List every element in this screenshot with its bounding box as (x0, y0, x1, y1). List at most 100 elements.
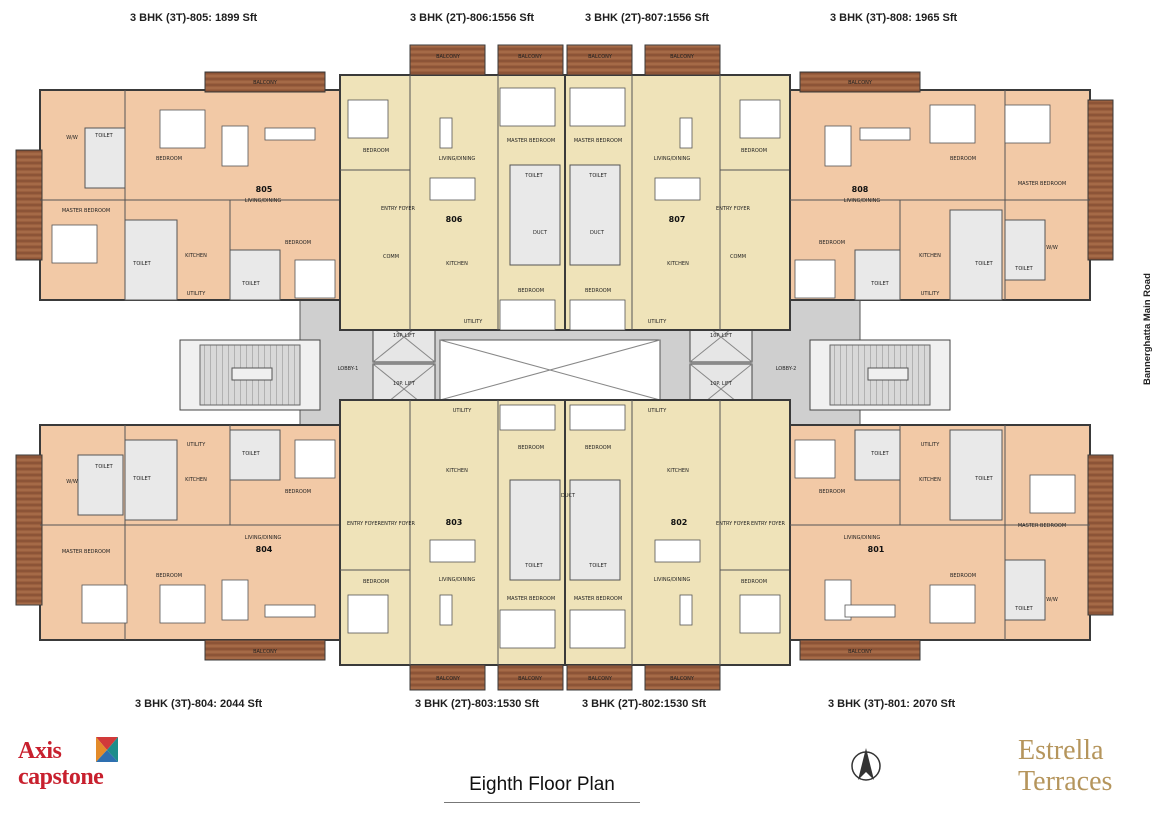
label-lift: 10P. LIFT (710, 333, 733, 339)
label-lobby-1: LOBBY-1 (338, 366, 359, 372)
label-toilet: TOILET (870, 281, 889, 287)
label-kitchen: KITCHEN (446, 468, 468, 474)
label-toilet: TOILET (132, 476, 151, 482)
label-balcony: BALCONY (518, 54, 543, 60)
axis-logo-mark-icon (96, 737, 118, 762)
label-living-dining: LIVING/DINING (654, 156, 691, 162)
unit-806-header: 3 BHK (2T)-806:1556 Sft (410, 12, 535, 24)
label-walk-in-wardrobe: W/W (1046, 597, 1058, 603)
axis-logo-line2: capstone (18, 764, 104, 790)
unit-807-header: 3 BHK (2T)-807:1556 Sft (585, 12, 710, 24)
label-utility: UTILITY (648, 319, 668, 325)
label-toilet: TOILET (94, 464, 113, 470)
label-toilet: TOILET (524, 563, 543, 569)
unit-808-header: 3 BHK (3T)-808: 1965 Sft (830, 12, 958, 24)
label-balcony: BALCONY (848, 80, 873, 86)
label-entry-foyer: ENTRY FOYER (716, 206, 751, 212)
unit-number: 807 (669, 215, 686, 224)
label-bedroom: BEDROOM (363, 579, 389, 585)
label-balcony: BALCONY (518, 676, 543, 682)
label-entry-foyer: ENTRY FOYER (751, 521, 786, 527)
unit-number: 803 (446, 518, 463, 527)
label-utility: UTILITY (921, 442, 941, 448)
label-balcony: BALCONY (670, 54, 695, 60)
label-bedroom: BEDROOM (741, 579, 767, 585)
label-living-dining: LIVING/DINING (844, 198, 881, 204)
unit-802-header: 3 BHK (2T)-802:1530 Sft (582, 698, 707, 710)
label-living-dining: LIVING/DINING (245, 198, 282, 204)
unit-803-header: 3 BHK (2T)-803:1530 Sft (415, 698, 540, 710)
label-living-dining: LIVING/DINING (439, 156, 476, 162)
label-balcony: BALCONY (436, 54, 461, 60)
label-balcony: BALCONY (588, 54, 613, 60)
label-balcony: BALCONY (848, 649, 873, 655)
label-kitchen: KITCHEN (667, 468, 689, 474)
label-toilet: TOILET (524, 173, 543, 179)
label-lobby-2: LOBBY-2 (776, 366, 797, 372)
label-entry-foyer: ENTRY FOYER (347, 521, 382, 527)
label-utility: UTILITY (464, 319, 484, 325)
estrella-terraces-logo: Estrella Terraces (1018, 735, 1148, 799)
label-entry-foyer: ENTRY FOYER (381, 521, 416, 527)
label-toilet: TOILET (588, 173, 607, 179)
label-bedroom: BEDROOM (585, 445, 611, 451)
label-balcony: BALCONY (436, 676, 461, 682)
label-living-dining: LIVING/DINING (654, 577, 691, 583)
label-comm: COMM (730, 254, 746, 260)
label-entry-foyer: ENTRY FOYER (381, 206, 416, 212)
label-toilet: TOILET (870, 451, 889, 457)
label-kitchen: KITCHEN (667, 261, 689, 267)
label-toilet: TOILET (1014, 606, 1033, 612)
label-toilet: TOILET (588, 563, 607, 569)
label-walk-in-wardrobe: W/W (1046, 245, 1058, 251)
label-master-bedroom: MASTER BEDROOM (62, 549, 110, 555)
label-lift: 10P. LIFT (710, 381, 733, 387)
label-duct: DUCT (533, 230, 548, 236)
label-bedroom: BEDROOM (156, 573, 182, 579)
unit-number: 801 (868, 545, 885, 554)
label-toilet: TOILET (241, 281, 260, 287)
label-duct: DUCT (561, 493, 576, 499)
label-master-bedroom: MASTER BEDROOM (62, 208, 110, 214)
label-lift: 10P. LIFT (393, 381, 416, 387)
label-utility: UTILITY (187, 442, 207, 448)
label-entry-foyer: ENTRY FOYER (716, 521, 751, 527)
label-bedroom: BEDROOM (156, 156, 182, 162)
label-duct: DUCT (590, 230, 605, 236)
north-arrow-icon (851, 748, 881, 781)
unit-number: 805 (256, 185, 273, 194)
label-balcony: BALCONY (588, 676, 613, 682)
furniture (51, 87, 1076, 649)
label-living-dining: LIVING/DINING (844, 535, 881, 541)
page-title-box: Eighth Floor Plan (444, 768, 640, 803)
label-kitchen: KITCHEN (919, 253, 941, 259)
label-bedroom: BEDROOM (741, 148, 767, 154)
label-kitchen: KITCHEN (446, 261, 468, 267)
label-master-bedroom: MASTER BEDROOM (574, 596, 622, 602)
label-bedroom: BEDROOM (518, 445, 544, 451)
label-living-dining: LIVING/DINING (245, 535, 282, 541)
room-labels: BALCONY BALCONY BALCONY BALCONY BALCONY … (62, 54, 1066, 682)
unit-number: 806 (446, 215, 463, 224)
label-bedroom: BEDROOM (950, 156, 976, 162)
label-utility: UTILITY (648, 408, 668, 414)
unit-number: 804 (256, 545, 273, 554)
label-master-bedroom: MASTER BEDROOM (574, 138, 622, 144)
label-walk-in-wardrobe: W/W (66, 135, 78, 141)
unit-801 (789, 424, 1114, 661)
label-bedroom: BEDROOM (285, 489, 311, 495)
road-label: Bannerghatta Main Road (1142, 273, 1153, 385)
label-master-bedroom: MASTER BEDROOM (1018, 181, 1066, 187)
label-utility: UTILITY (921, 291, 941, 297)
unit-804-header: 3 BHK (3T)-804: 2044 Sft (135, 698, 263, 710)
estrella-logo-line1: Estrella (1018, 735, 1104, 766)
label-master-bedroom: MASTER BEDROOM (1018, 523, 1066, 529)
unit-number: 802 (671, 518, 688, 527)
unit-805 (15, 71, 341, 301)
label-utility: UTILITY (453, 408, 473, 414)
label-bedroom: BEDROOM (518, 288, 544, 294)
label-toilet: TOILET (241, 451, 260, 457)
estrella-logo-line2: Terraces (1018, 766, 1113, 797)
label-bedroom: BEDROOM (819, 489, 845, 495)
